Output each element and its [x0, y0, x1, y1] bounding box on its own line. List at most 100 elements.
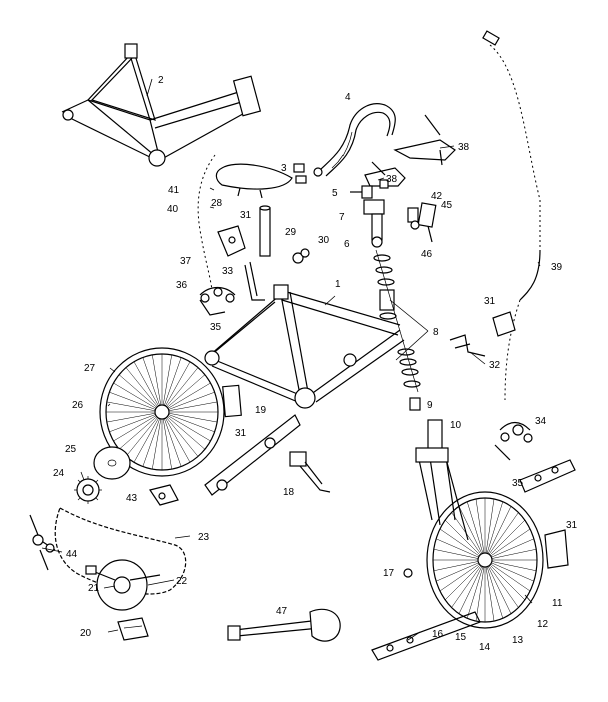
wheel-spoke	[475, 498, 486, 561]
wheel-spoke	[484, 559, 537, 572]
fork	[415, 447, 469, 541]
callout-37: 37	[180, 256, 192, 267]
callout-10: 10	[450, 420, 462, 431]
wheel-spoke	[458, 506, 486, 561]
wheel-spoke	[142, 411, 163, 467]
wheel-spoke	[161, 367, 199, 413]
callout-28: 28	[211, 198, 223, 209]
leader-lines	[41, 78, 541, 641]
part-20-pedal	[117, 617, 149, 641]
callout-7: 7	[339, 212, 345, 223]
wheel-spoke	[484, 506, 512, 561]
callout-11: 11	[552, 598, 563, 609]
part-30-seat-clamp	[292, 248, 310, 264]
wheel-spoke	[161, 357, 182, 413]
part-17-nut	[403, 568, 413, 578]
wheel-spoke	[484, 538, 534, 561]
wheel-spoke	[142, 357, 163, 413]
callout-18: 18	[283, 487, 295, 498]
callout-35: 35	[210, 322, 222, 333]
callout-39: 39	[551, 262, 563, 273]
front-wheel	[426, 491, 544, 629]
wheel-spoke	[118, 411, 163, 450]
callout-24: 24	[53, 468, 65, 479]
wheel-spoke	[161, 391, 215, 413]
part-44-rear-derailleur	[29, 514, 56, 571]
wheel-spoke	[113, 411, 163, 442]
wheel-spoke	[439, 528, 486, 561]
callout-25: 25	[65, 444, 77, 455]
wheel-spoke	[436, 559, 486, 582]
part-39-cable	[482, 30, 541, 401]
wheel-spoke	[161, 411, 211, 442]
wheel-spoke	[436, 538, 486, 561]
callout-34: 34	[535, 416, 547, 427]
wheel-spoke	[451, 512, 486, 561]
callout-47: 47	[276, 606, 288, 617]
part-33-bracket	[244, 261, 265, 301]
callout-44: 44	[66, 549, 78, 560]
wheel-spoke	[484, 559, 519, 608]
wheel-spoke	[475, 559, 486, 622]
wheel-spoke	[161, 382, 211, 413]
wheel-spoke	[161, 374, 206, 413]
part-31-reflector-right	[492, 311, 516, 337]
wheel-spoke	[152, 354, 163, 413]
part-18-kickstand	[289, 451, 331, 493]
wheel-spoke	[133, 361, 163, 413]
wheel-spoke	[133, 411, 163, 463]
wheel-spoke	[109, 411, 163, 433]
callout-45: 45	[441, 200, 453, 211]
part-34-front-brake	[494, 421, 533, 461]
callout-41: 41	[168, 185, 180, 196]
wheel-spoke	[161, 411, 191, 463]
wheel-spoke	[161, 411, 172, 470]
callout-15: 15	[455, 632, 467, 643]
callout-23: 23	[198, 532, 210, 543]
callout-5: 5	[332, 188, 338, 199]
wheel-spoke	[161, 411, 218, 423]
wheel-spoke	[161, 411, 206, 450]
part-36-37-35-rear-brake	[199, 286, 236, 316]
wheel-spoke	[109, 391, 163, 413]
part-31-reflector-left	[222, 384, 242, 418]
wheel-spoke	[125, 367, 163, 413]
part-47-wrench	[227, 608, 341, 642]
wheel-spoke	[484, 519, 526, 561]
callout-8: 8	[433, 327, 439, 338]
part-1-main-frame	[204, 284, 405, 409]
part-29-seatpost	[259, 205, 271, 257]
rear-wheel	[99, 347, 225, 477]
part-32-bracket	[449, 334, 486, 357]
wheel-spoke	[444, 519, 486, 561]
wheel-spoke	[444, 559, 486, 601]
callout-20: 20	[80, 628, 92, 639]
wheel-spoke	[161, 411, 215, 433]
callout-6: 6	[344, 239, 350, 250]
wheel-spoke	[118, 374, 163, 413]
callout-30: 30	[318, 235, 330, 246]
callout-17: 17	[383, 568, 395, 579]
wheel-spoke	[466, 501, 486, 561]
callout-36: 36	[176, 280, 188, 291]
wheel-spoke	[433, 559, 486, 572]
part-16-mudguard	[371, 459, 576, 661]
wheel-spoke	[484, 512, 519, 561]
callout-26: 26	[72, 400, 84, 411]
wheel-spoke	[451, 559, 486, 608]
wheel-spoke	[466, 559, 486, 619]
wheel-spoke	[484, 498, 495, 561]
part-28-saddle	[215, 163, 293, 199]
callout-12: 12	[537, 619, 549, 630]
wheel-spoke	[439, 559, 486, 592]
wheel-spoke	[458, 559, 486, 614]
part-8-headset	[373, 249, 421, 393]
wheel-spoke	[125, 411, 163, 457]
part-5-7-6-stem	[350, 179, 389, 248]
wheel-spoke	[113, 382, 163, 413]
part-21-22-crankset	[85, 559, 161, 611]
callout-1: 1	[335, 279, 341, 290]
callout-38b: 38	[386, 174, 398, 185]
callout-16: 16	[432, 629, 444, 640]
part-42-45-46-shifter	[407, 202, 437, 243]
